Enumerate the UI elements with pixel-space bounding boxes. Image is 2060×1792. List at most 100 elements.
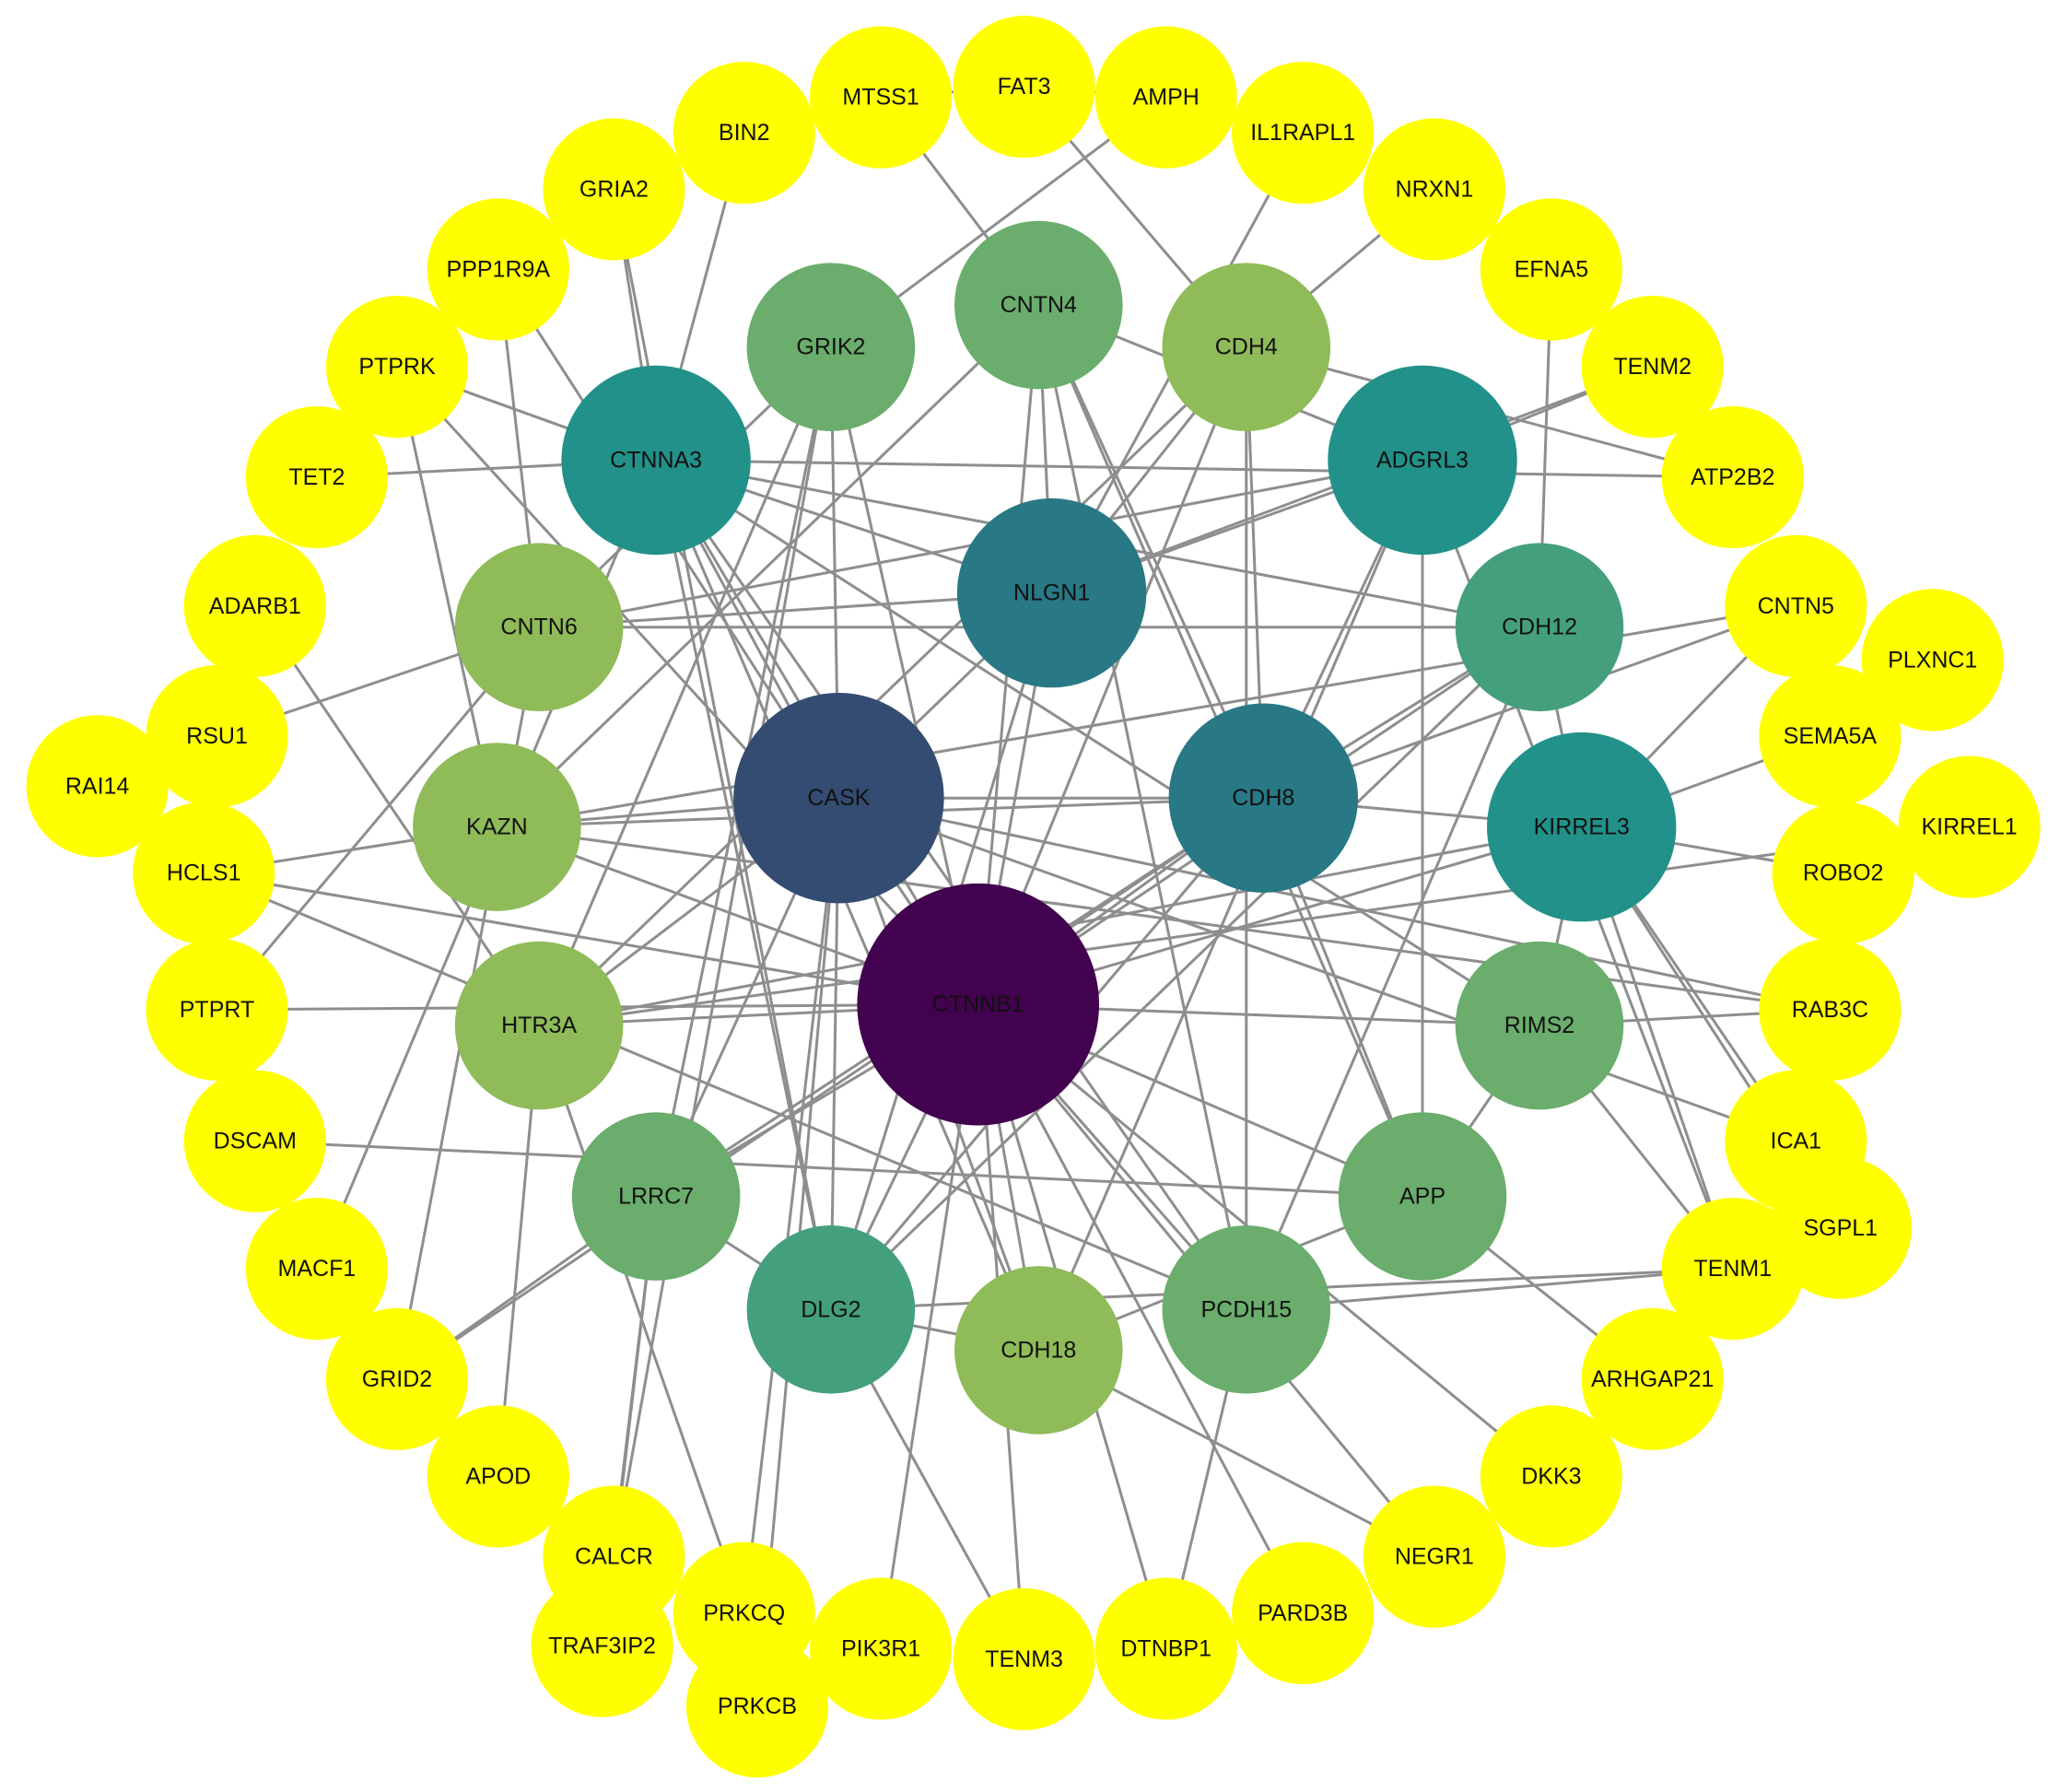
node-tenm2[interactable]: TENM2 xyxy=(1581,296,1724,439)
node-traf3ip2[interactable]: TRAF3IP2 xyxy=(531,1575,673,1717)
node-circle xyxy=(733,693,944,904)
node-negr1[interactable]: NEGR1 xyxy=(1363,1485,1505,1628)
node-label: NRXN1 xyxy=(1396,177,1474,203)
node-label: TET2 xyxy=(288,464,345,490)
node-label: ICA1 xyxy=(1771,1129,1822,1154)
node-label: PTPRK xyxy=(358,354,436,380)
node-circle xyxy=(954,220,1123,390)
node-circle xyxy=(325,1307,469,1450)
node-pcdh15[interactable]: PCDH15 xyxy=(1162,1225,1331,1394)
node-circle xyxy=(454,543,624,711)
node-cask[interactable]: CASK xyxy=(733,693,944,904)
node-rai14[interactable]: RAI14 xyxy=(26,715,169,858)
node-sema5a[interactable]: SEMA5A xyxy=(1759,665,1902,808)
node-tenm1[interactable]: TENM1 xyxy=(1661,1198,1804,1341)
node-circle xyxy=(427,198,569,341)
node-rab3c[interactable]: RAB3C xyxy=(1759,938,1902,1081)
node-apod[interactable]: APOD xyxy=(427,1405,569,1548)
node-circle xyxy=(543,118,685,261)
node-circle xyxy=(1772,802,1914,944)
node-label: CDH12 xyxy=(1502,615,1577,640)
node-cntn6[interactable]: CNTN6 xyxy=(454,543,624,711)
node-circle xyxy=(1162,1225,1331,1394)
node-ppp1r9a[interactable]: PPP1R9A xyxy=(427,198,569,341)
node-adarb1[interactable]: ADARB1 xyxy=(183,534,326,677)
node-label: SEMA5A xyxy=(1784,723,1878,749)
node-circle xyxy=(571,1112,741,1281)
node-ctnna3[interactable]: CTNNA3 xyxy=(561,365,751,556)
node-rsu1[interactable]: RSU1 xyxy=(146,665,288,808)
node-circle xyxy=(427,1405,569,1548)
node-label: APOD xyxy=(465,1464,531,1490)
node-dtnbp1[interactable]: DTNBP1 xyxy=(1094,1577,1237,1720)
node-ctnnb1[interactable]: CTNNB1 xyxy=(857,883,1099,1126)
node-plxnc1[interactable]: PLXNC1 xyxy=(1861,589,2004,732)
node-circle xyxy=(183,534,326,677)
node-cdh4[interactable]: CDH4 xyxy=(1162,263,1331,432)
node-fat3[interactable]: FAT3 xyxy=(953,16,1095,158)
node-grik2[interactable]: GRIK2 xyxy=(746,263,916,432)
node-robo2[interactable]: ROBO2 xyxy=(1772,802,1914,944)
node-mtss1[interactable]: MTSS1 xyxy=(810,26,953,169)
node-pik3r1[interactable]: PIK3R1 xyxy=(810,1577,953,1720)
node-gria2[interactable]: GRIA2 xyxy=(543,118,685,261)
node-grid2[interactable]: GRID2 xyxy=(325,1307,469,1450)
node-label: CASK xyxy=(807,785,870,811)
node-label: DKK3 xyxy=(1521,1464,1581,1490)
node-amph[interactable]: AMPH xyxy=(1094,26,1237,169)
node-lrrc7[interactable]: LRRC7 xyxy=(571,1112,741,1281)
node-circle xyxy=(1455,543,1624,711)
node-sgpl1[interactable]: SGPL1 xyxy=(1769,1156,1912,1299)
node-rims2[interactable]: RIMS2 xyxy=(1455,941,1624,1110)
node-dscam[interactable]: DSCAM xyxy=(183,1070,326,1212)
node-app[interactable]: APP xyxy=(1338,1112,1507,1281)
node-label: ATP2B2 xyxy=(1691,464,1774,490)
edge-cask-rab3c xyxy=(838,796,1831,1012)
node-cntn4[interactable]: CNTN4 xyxy=(954,220,1123,390)
edge-cntn4-pcdh15 xyxy=(1036,304,1248,1310)
node-cntn5[interactable]: CNTN5 xyxy=(1725,534,1867,677)
edge-ctnna3-atp2b2 xyxy=(656,458,1733,479)
node-kirrel3[interactable]: KIRREL3 xyxy=(1487,732,1677,922)
node-circle xyxy=(1759,938,1902,1081)
node-kirrel1[interactable]: KIRREL1 xyxy=(1898,755,2041,898)
node-tenm3[interactable]: TENM3 xyxy=(953,1587,1095,1730)
node-tet2[interactable]: TET2 xyxy=(245,405,388,549)
node-hcls1[interactable]: HCLS1 xyxy=(133,802,275,944)
node-label: GRID2 xyxy=(362,1366,432,1392)
node-label: PLXNC1 xyxy=(1888,647,1977,673)
node-nlgn1[interactable]: NLGN1 xyxy=(956,498,1147,688)
node-htr3a[interactable]: HTR3A xyxy=(454,941,624,1110)
node-pard3b[interactable]: PARD3B xyxy=(1232,1541,1375,1684)
node-circle xyxy=(1363,1485,1505,1628)
node-circle xyxy=(245,405,388,549)
node-adgrl3[interactable]: ADGRL3 xyxy=(1328,365,1517,556)
node-efna5[interactable]: EFNA5 xyxy=(1480,198,1622,341)
node-circle xyxy=(1094,26,1237,169)
node-ptprk[interactable]: PTPRK xyxy=(325,296,469,439)
node-cdh8[interactable]: CDH8 xyxy=(1168,703,1359,893)
node-label: FAT3 xyxy=(998,74,1051,100)
node-dkk3[interactable]: DKK3 xyxy=(1480,1405,1622,1548)
edge-adgrl3-cdh18 xyxy=(1036,459,1424,1352)
node-atp2b2[interactable]: ATP2B2 xyxy=(1661,405,1804,549)
node-nrxn1[interactable]: NRXN1 xyxy=(1363,118,1505,261)
node-kazn[interactable]: KAZN xyxy=(413,743,581,911)
node-label: NLGN1 xyxy=(1013,580,1090,606)
node-il1rapl1[interactable]: IL1RAPL1 xyxy=(1232,62,1375,205)
node-cdh18[interactable]: CDH18 xyxy=(954,1266,1123,1435)
node-arhgap21[interactable]: ARHGAP21 xyxy=(1581,1307,1724,1450)
node-cdh12[interactable]: CDH12 xyxy=(1455,543,1624,711)
node-circle xyxy=(685,1635,829,1778)
node-circle xyxy=(1480,198,1622,341)
node-label: PIK3R1 xyxy=(841,1636,920,1662)
node-circle xyxy=(746,1225,916,1394)
node-label: BIN2 xyxy=(719,120,770,146)
node-bin2[interactable]: BIN2 xyxy=(673,62,815,205)
node-prkcb[interactable]: PRKCB xyxy=(685,1635,829,1778)
node-dlg2[interactable]: DLG2 xyxy=(746,1225,916,1394)
node-macf1[interactable]: MACF1 xyxy=(245,1198,388,1341)
node-circle xyxy=(183,1070,326,1212)
node-label: CTNNA3 xyxy=(610,447,702,473)
node-ptprt[interactable]: PTPRT xyxy=(146,938,288,1081)
